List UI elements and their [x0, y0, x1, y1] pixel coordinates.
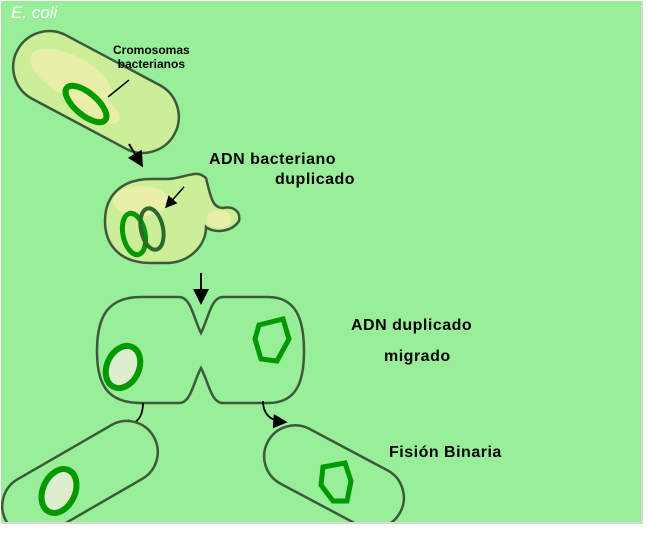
- arrow-3-right: [262, 400, 288, 429]
- cell-dividing: [95, 295, 306, 405]
- arrow-1: [127, 143, 144, 168]
- label-dna-duplicated-line2: duplicado: [275, 171, 356, 188]
- daughter-cell-left: [1, 419, 160, 522]
- label-migrated-line2: migrado: [384, 348, 451, 365]
- chromosome-ring-b: [138, 206, 166, 252]
- label-migrated-line1: ADN duplicado: [351, 317, 473, 334]
- chromosome-ring: [62, 82, 110, 126]
- label-dna-duplicated-line1: ADN bacteriano: [209, 151, 337, 168]
- diagram-panel: E. coli Cromosomas bacterianos ADN bacte…: [1, 1, 643, 524]
- figure-title: E. coli: [11, 3, 58, 22]
- label-chromosomes-line2: bacterianos: [117, 57, 186, 71]
- label-binary-fission: Fisión Binaria: [389, 444, 502, 461]
- chromosome-right: [252, 315, 292, 364]
- label-dna-duplicated: ADN bacteriano duplicado: [209, 150, 355, 190]
- chromosome-left: [102, 342, 144, 392]
- cell-original: [11, 29, 181, 155]
- chromosome-daughter-right: [318, 460, 354, 504]
- daughter-cell-right: [262, 424, 406, 522]
- label-chromosomes: Cromosomas bacterianos: [113, 43, 190, 71]
- cell-duplicating: [103, 172, 241, 265]
- label-chromosomes-line1: Cromosomas: [113, 43, 190, 57]
- chromosome-ring-a: [119, 210, 149, 258]
- chromosome-daughter-left: [38, 466, 80, 516]
- fission-diagram: [1, 29, 406, 522]
